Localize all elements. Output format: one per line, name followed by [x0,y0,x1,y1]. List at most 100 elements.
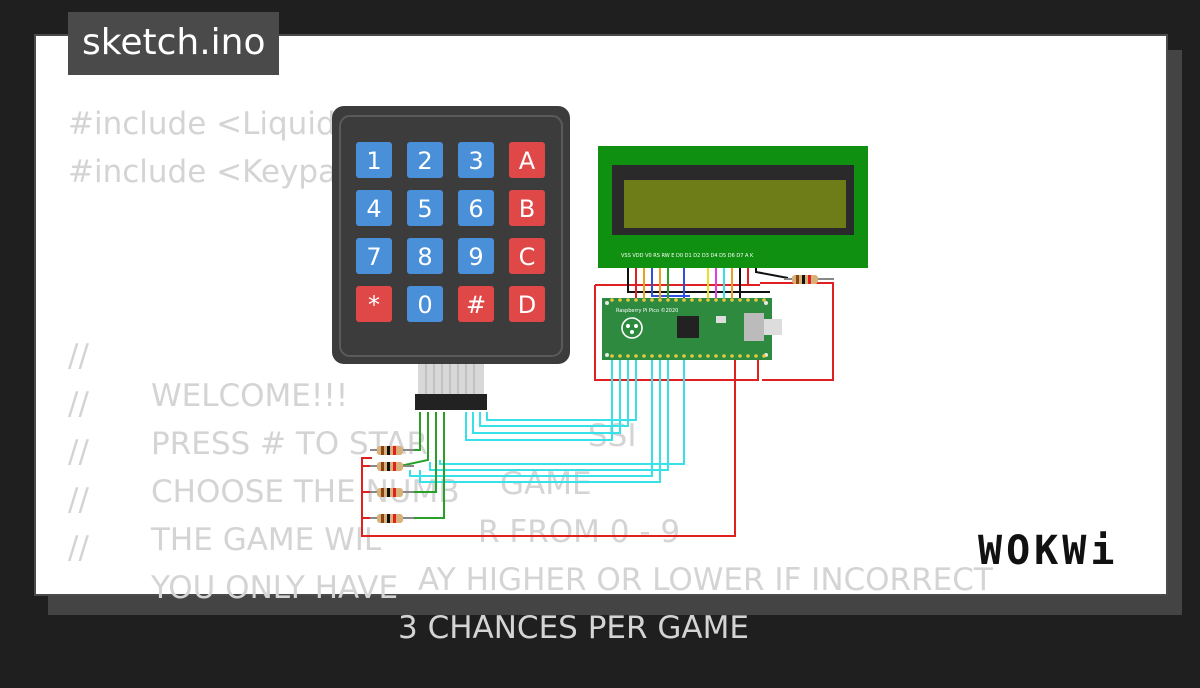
pico-pin [626,298,630,302]
keypad-key-2[interactable]: 2 [407,142,443,178]
pico-pin [634,354,638,358]
keypad-key-label: 7 [366,243,381,271]
keypad-key-label: D [518,291,536,319]
pico-pin [722,354,726,358]
pico-pin [658,298,662,302]
keypad-key-b[interactable]: B [509,190,545,226]
comment-text: PRESS # TO STAR [151,426,429,462]
keypad-ribbon [415,364,487,410]
pico-pin [690,354,694,358]
comment-text-tail: GAME [500,466,592,502]
pico-pin [674,354,678,358]
preview-card [34,34,1168,596]
pico-pin [626,354,630,358]
pico-pin [754,298,758,302]
comment-text-tail: AY HIGHER OR LOWER IF INCORRECT [418,562,993,598]
keypad-key-9[interactable]: 9 [458,238,494,274]
keypad-key-1[interactable]: 1 [356,142,392,178]
pico-pin [714,354,718,358]
keypad-key-label: 4 [366,195,381,223]
comment-mark: // [68,482,89,518]
code-line-comment-2: // PRESS # TO STAR GAME [68,344,1068,502]
pico-pin [706,298,710,302]
pico-label: Raspberry Pi Pico ©2020 [616,307,678,314]
keypad-key-label: 5 [417,195,432,223]
pico-pin [738,354,742,358]
pico-pin [674,298,678,302]
pico-pin [754,354,758,358]
code-line-comment-4: // THE GAME WIL AY HIGHER OR LOWER IF IN… [68,440,1068,598]
keypad-key-label: C [519,243,536,271]
pico-pin [642,354,646,358]
pico-pin [634,298,638,302]
file-tab[interactable]: sketch.ino [68,12,280,75]
pico-pin [762,298,766,302]
keypad-key-hash[interactable]: # [458,286,494,322]
keypad-wires [409,360,685,483]
pico-pin [610,354,614,358]
power-wires [361,282,834,537]
keypad-key-label: 8 [417,243,432,271]
pico-pin [722,298,726,302]
keypad-key-label: * [368,291,380,319]
keypad-key-label: B [519,195,535,223]
pico-pin [690,298,694,302]
pico-pin [658,354,662,358]
pico-pin [642,298,646,302]
raspberry-logo-icon [621,317,643,339]
comment-text: THE GAME WIL [151,522,382,558]
circuit-diagram: 1 2 3 A 4 5 6 B 7 8 9 C * 0 # D [332,106,868,537]
pico-pin [610,298,614,302]
resistor [370,446,414,455]
keypad-key-label: 6 [468,195,483,223]
keypad-key-label: 1 [366,147,381,175]
keypad-key-label: 0 [417,291,432,319]
lcd-display: VSS VDD V0 RS RW E D0 D1 D2 D3 D4 D5 D6 … [598,146,868,268]
resistors [370,275,834,523]
pico-pin [682,298,686,302]
pico-pin [682,354,686,358]
pico-pin [618,354,622,358]
pico-pin [730,298,734,302]
wokwi-logo[interactable]: WOKWi [978,528,1119,574]
pico-pin [714,298,718,302]
pico-pin [698,298,702,302]
comment-mark: // [68,338,89,374]
comment-mark: // [68,530,89,566]
pico-pin [650,354,654,358]
comment-mark: // [68,434,89,470]
pico-pin [666,298,670,302]
pico-pin [746,354,750,358]
lcd-backlight-resistor [784,275,834,284]
comment-text: WELCOME!!! [151,378,349,414]
pico-pin [762,354,766,358]
keypad-key-6[interactable]: 6 [458,190,494,226]
keypad-key-5[interactable]: 5 [407,190,443,226]
keypad-key-star[interactable]: * [356,286,392,322]
resistor [370,514,414,523]
keypad-key-c[interactable]: C [509,238,545,274]
comment-text-tail: R FROM 0 - 9 [478,514,681,550]
keypad-key-label: 2 [417,147,432,175]
code-line-comment-3: // CHOOSE THE NUMB R FROM 0 - 9 [68,392,1068,550]
keypad-key-0[interactable]: 0 [407,286,443,322]
pico-pin [698,354,702,358]
keypad-key-label: 3 [468,147,483,175]
keypad-key-8[interactable]: 8 [407,238,443,274]
keypad-key-7[interactable]: 7 [356,238,392,274]
keypad-key-4[interactable]: 4 [356,190,392,226]
pico-pin [650,298,654,302]
keypad-key-3[interactable]: 3 [458,142,494,178]
lcd-pin-labels: VSS VDD V0 RS RW E D0 D1 D2 D3 D4 D5 D6 … [621,253,754,259]
comment-text: YOU ONLY HAVE [151,570,399,606]
keypad-key-a[interactable]: A [509,142,545,178]
pico-pin [730,354,734,358]
comment-mark: // [68,386,89,422]
keypad-key-label: 9 [468,243,483,271]
raspberry-pi-pico: Raspberry Pi Pico ©2020 [602,298,782,360]
keypad-key-label: A [519,147,536,175]
pico-pin [746,298,750,302]
keypad-key-label: # [466,291,486,319]
keypad-key-d[interactable]: D [509,286,545,322]
pico-pin [618,298,622,302]
